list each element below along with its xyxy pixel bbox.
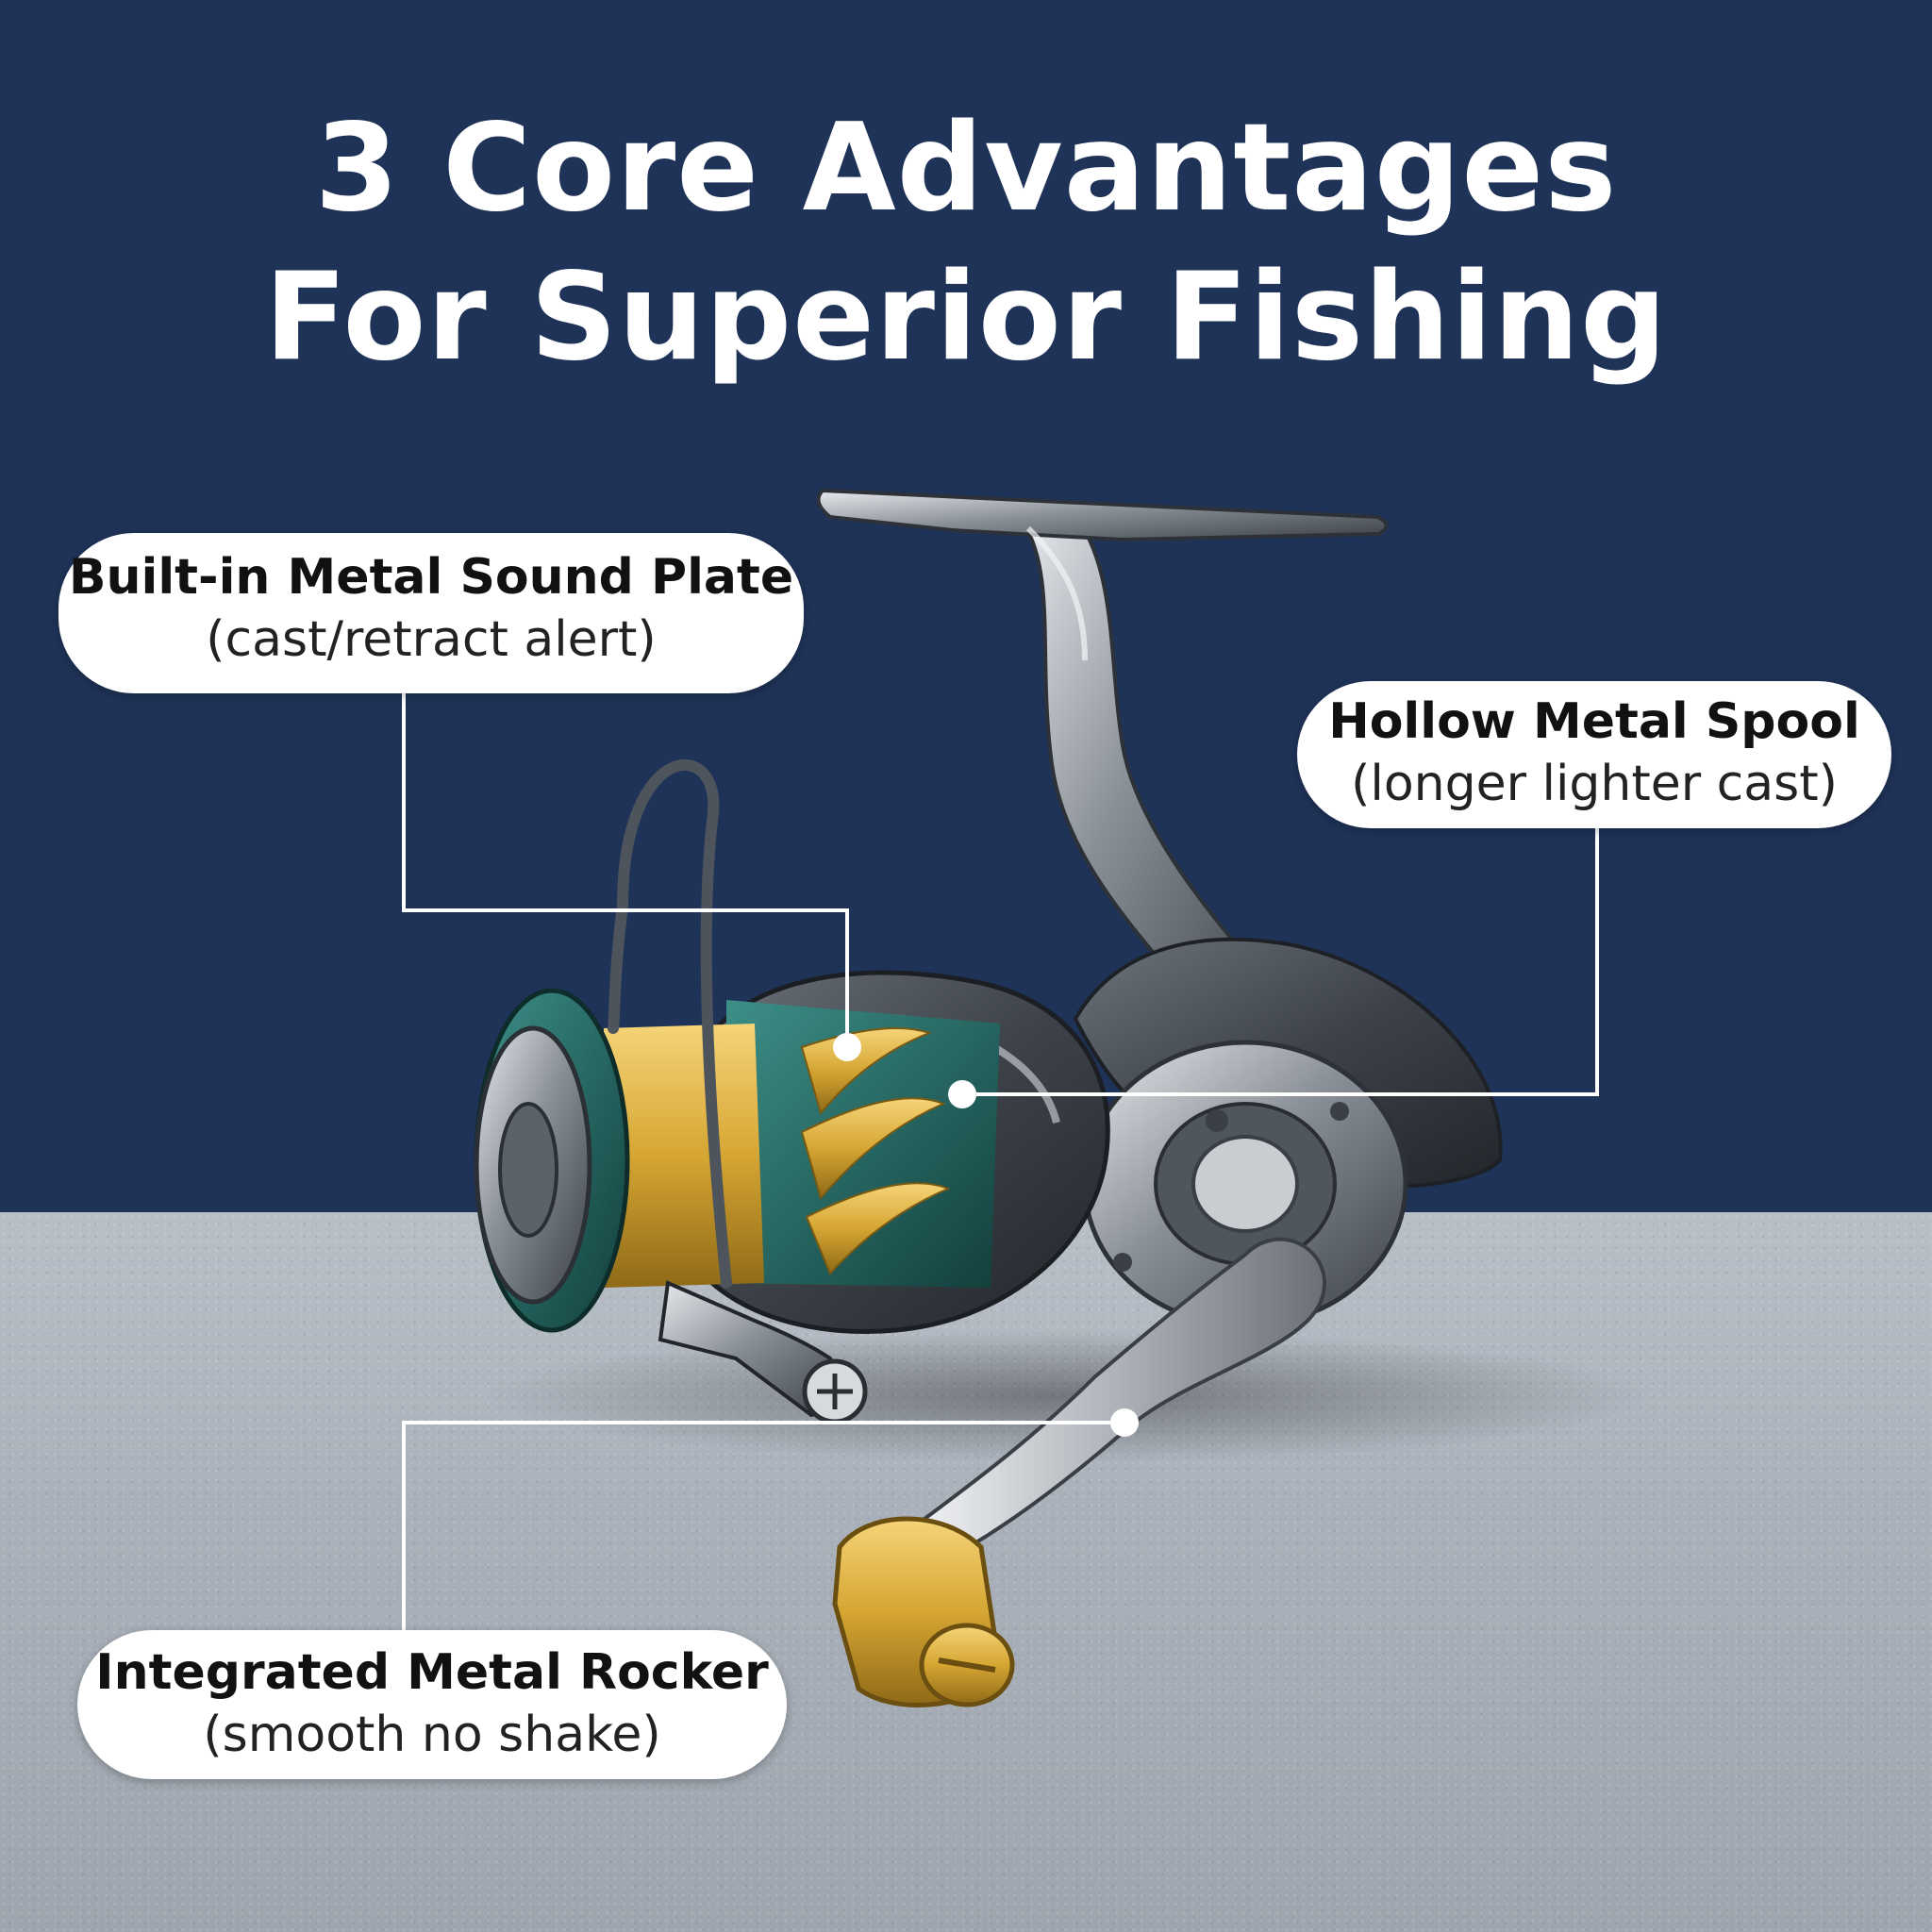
rod-foot bbox=[816, 488, 1389, 542]
callout-metal-rocker: Integrated Metal Rocker (smooth no shake… bbox=[77, 1630, 787, 1779]
bail-arm bbox=[658, 1280, 852, 1418]
callout-sound-plate: Built-in Metal Sound Plate (cast/retract… bbox=[58, 533, 804, 693]
callout-subtitle: (cast/retract alert) bbox=[206, 611, 657, 668]
callout-subtitle: (smooth no shake) bbox=[203, 1707, 661, 1763]
headline: 3 Core Advantages For Superior Fishing bbox=[0, 94, 1932, 392]
side-screw-3 bbox=[1113, 1253, 1132, 1272]
callout-subtitle: (longer lighter cast) bbox=[1351, 756, 1838, 812]
callout-title: Hollow Metal Spool bbox=[1328, 693, 1860, 750]
callout-title: Integrated Metal Rocker bbox=[95, 1644, 769, 1701]
callout-hollow-spool: Hollow Metal Spool (longer lighter cast) bbox=[1297, 681, 1891, 828]
callout-title: Built-in Metal Sound Plate bbox=[68, 549, 794, 606]
headline-line-1: 3 Core Advantages bbox=[314, 98, 1618, 239]
headline-line-2: For Superior Fishing bbox=[264, 247, 1668, 388]
side-screw-1 bbox=[1206, 1109, 1228, 1132]
side-screw-2 bbox=[1330, 1102, 1349, 1121]
